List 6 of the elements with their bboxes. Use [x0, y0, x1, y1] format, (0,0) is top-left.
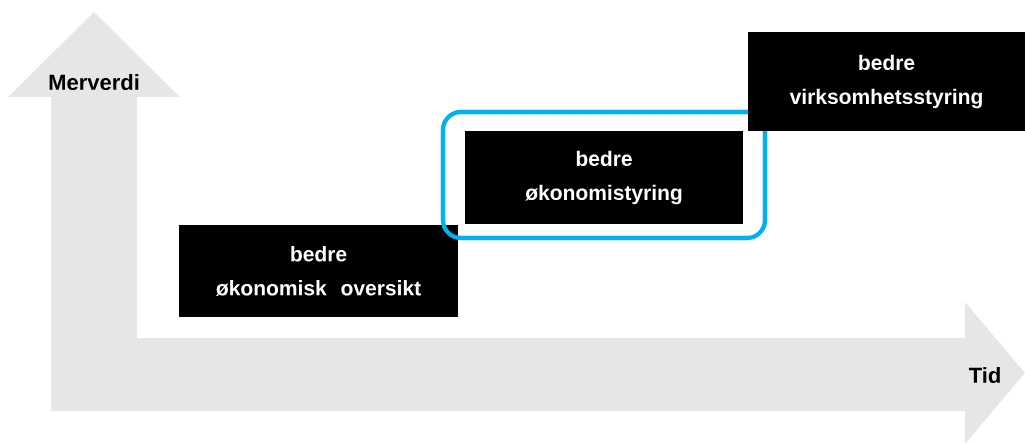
axis-label: Tid: [968, 366, 1000, 384]
text-box: bedre virksomhetsstyring: [748, 32, 1025, 131]
process-frame: [440, 109, 768, 241]
axis-label: Merverdi: [49, 73, 139, 91]
text-box: bedre økonomisk oversikt: [179, 225, 458, 317]
text-box: bedre økonomistyring: [465, 131, 743, 224]
